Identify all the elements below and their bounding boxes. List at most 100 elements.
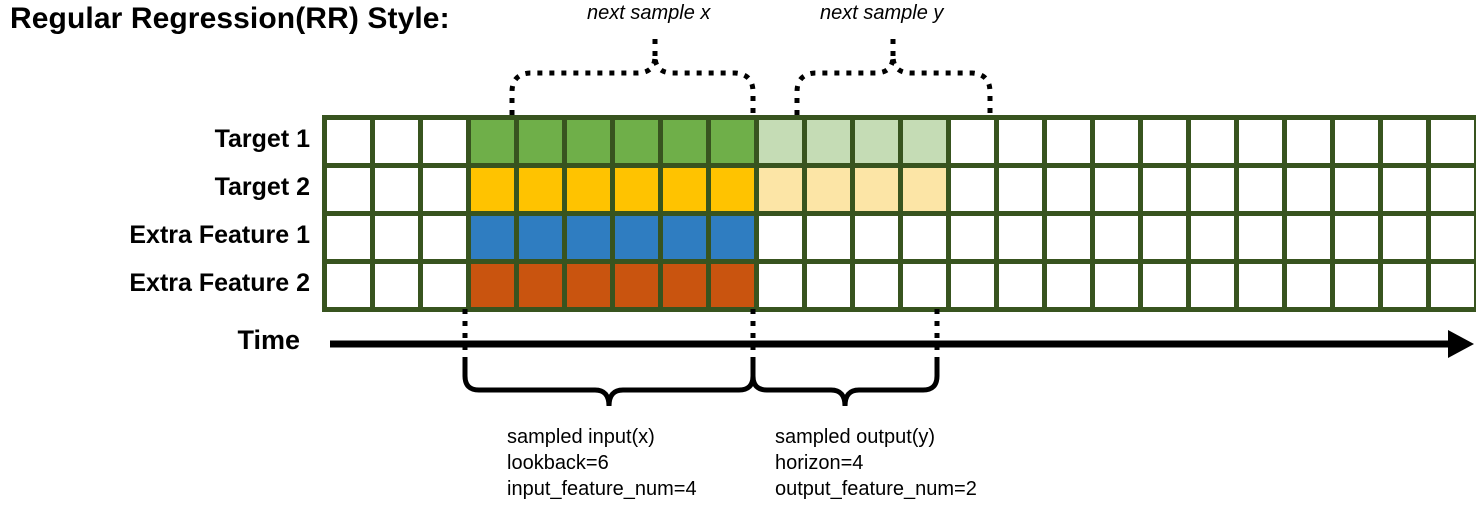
grid-cell (1335, 264, 1383, 312)
grid-cell (855, 120, 903, 168)
time-axis-arrowhead (1448, 330, 1474, 358)
grid-cell (1335, 120, 1383, 168)
grid-cell (1431, 120, 1476, 168)
grid-cell (471, 216, 519, 264)
grid-cell (1383, 216, 1431, 264)
caption-output-line-2: horizon=4 (775, 452, 864, 474)
grid-cell (855, 168, 903, 216)
grid-cell (1095, 120, 1143, 168)
grid-cell (1431, 264, 1476, 312)
grid-cell (759, 168, 807, 216)
grid-cell (855, 264, 903, 312)
grid-cell (1239, 120, 1287, 168)
grid-cell (1143, 264, 1191, 312)
grid-cell (807, 264, 855, 312)
grid-cell (711, 168, 759, 216)
grid-cell (519, 216, 567, 264)
grid-cell (1095, 216, 1143, 264)
grid-cell (759, 216, 807, 264)
dotted-brace-x (509, 55, 756, 115)
grid-row (327, 216, 1476, 264)
grid-cell (327, 168, 375, 216)
grid-cell (375, 216, 423, 264)
caption-sampled-output: sampled output(y) horizon=4 output_featu… (775, 424, 977, 502)
row-label-extra-feature-1: Extra Feature 1 (129, 221, 310, 249)
grid-cell (1431, 168, 1476, 216)
grid-cell (1239, 264, 1287, 312)
grid-cell (327, 264, 375, 312)
grid-row (327, 264, 1476, 312)
grid-cell (807, 216, 855, 264)
grid-cell (1383, 168, 1431, 216)
grid-cell (903, 216, 951, 264)
grid-cell (759, 120, 807, 168)
grid-cell (471, 120, 519, 168)
grid-cell (999, 216, 1047, 264)
grid-cell (951, 216, 999, 264)
grid-cell (327, 120, 375, 168)
grid-cell (903, 120, 951, 168)
grid-cell (375, 264, 423, 312)
brace-sampled-input (462, 362, 756, 407)
caption-output-line-3: output_feature_num=2 (775, 478, 977, 500)
grid-cell (423, 120, 471, 168)
grid-cell (615, 216, 663, 264)
dotted-brace-y (794, 55, 993, 115)
grid-cell (999, 264, 1047, 312)
caption-input-line-3: input_feature_num=4 (507, 478, 697, 500)
caption-output-line-1: sampled output(y) (775, 426, 936, 448)
grid-cell (1143, 168, 1191, 216)
grid-cell (1191, 168, 1239, 216)
caption-input-line-1: sampled input(x) (507, 426, 655, 448)
grid-cell (1287, 120, 1335, 168)
grid-cell (615, 264, 663, 312)
grid-cell (663, 216, 711, 264)
grid-cell (855, 216, 903, 264)
grid-cell (663, 168, 711, 216)
grid-cell (375, 168, 423, 216)
caption-input-line-2: lookback=6 (507, 452, 609, 474)
grid-cell (1287, 216, 1335, 264)
grid-cell (423, 264, 471, 312)
grid-cell (903, 168, 951, 216)
grid-cell (951, 168, 999, 216)
grid-cell (663, 120, 711, 168)
grid-cell (567, 168, 615, 216)
grid-cell (1143, 216, 1191, 264)
brace-sampled-output (750, 362, 940, 407)
timeseries-grid (322, 115, 1476, 312)
grid-cell (519, 264, 567, 312)
grid-cell (1047, 264, 1095, 312)
grid-cell (1335, 216, 1383, 264)
grid-cell (1239, 216, 1287, 264)
grid-cell (567, 216, 615, 264)
grid-cell (999, 168, 1047, 216)
grid-cell (711, 264, 759, 312)
grid-cell (1287, 168, 1335, 216)
grid-cell (519, 168, 567, 216)
grid-cell (1191, 264, 1239, 312)
grid-cell (1431, 216, 1476, 264)
grid-cell (711, 216, 759, 264)
grid-cell (1383, 264, 1431, 312)
grid-cell (471, 264, 519, 312)
grid-cell (615, 168, 663, 216)
grid-cell (471, 168, 519, 216)
top-dotted-braces (509, 34, 993, 115)
grid-cell (1287, 264, 1335, 312)
grid-cell (423, 216, 471, 264)
grid-cell (711, 120, 759, 168)
grid-cell (807, 120, 855, 168)
caption-sampled-input: sampled input(x) lookback=6 input_featur… (507, 424, 697, 502)
grid-cell (1095, 264, 1143, 312)
time-axis-and-bottom-braces (330, 309, 1474, 407)
annotation-next-sample-y: next sample y (820, 2, 944, 24)
grid-cell (1335, 168, 1383, 216)
annotation-next-sample-x: next sample x (587, 2, 711, 24)
grid-cell (567, 120, 615, 168)
row-label-target-1: Target 1 (214, 125, 310, 153)
grid-cell (1095, 168, 1143, 216)
grid-cell (1383, 120, 1431, 168)
grid-cell (1047, 216, 1095, 264)
grid-row (327, 120, 1476, 168)
